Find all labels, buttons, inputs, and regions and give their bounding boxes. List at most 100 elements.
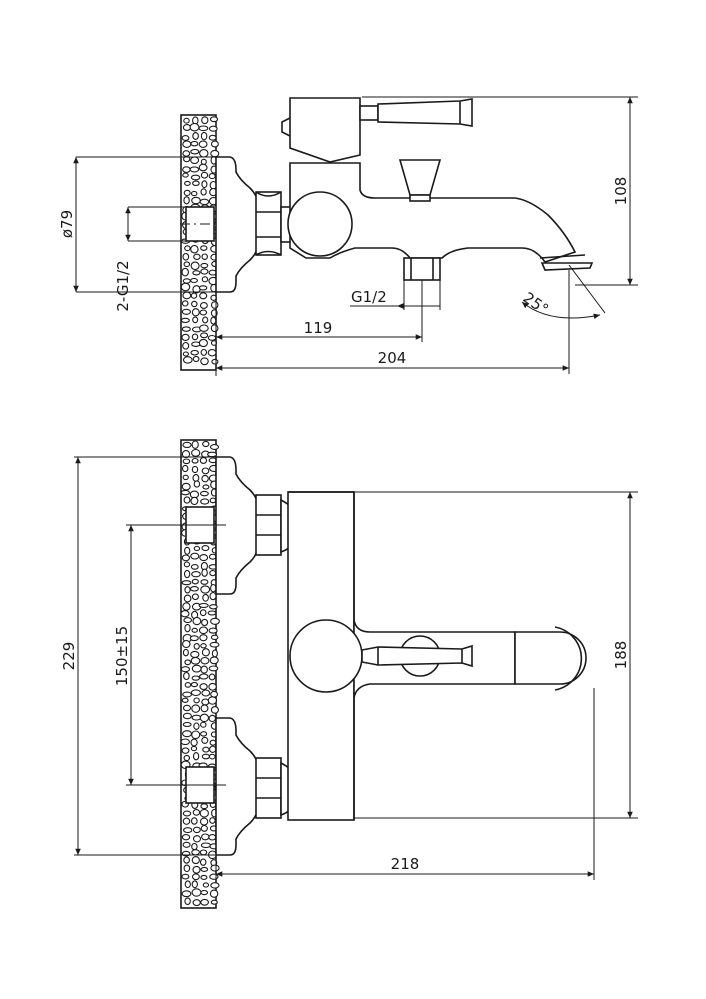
pebble xyxy=(208,173,216,180)
pebble xyxy=(189,166,200,173)
pebble xyxy=(182,441,192,449)
pebble xyxy=(180,489,190,496)
pebble xyxy=(209,591,217,601)
pebble xyxy=(201,689,211,697)
pebble xyxy=(209,444,220,450)
pebble xyxy=(184,623,191,633)
pebble xyxy=(182,730,192,738)
pebble xyxy=(191,465,199,474)
pebble xyxy=(209,656,219,665)
pebble xyxy=(192,474,200,482)
dim-projection: 218 xyxy=(215,688,595,880)
pebble xyxy=(201,545,210,552)
pebble xyxy=(199,457,208,464)
pebble xyxy=(181,300,189,307)
pebble xyxy=(192,270,201,276)
dim-total-width: 229 xyxy=(60,456,230,856)
pebble xyxy=(200,585,211,594)
pebble xyxy=(180,738,190,746)
pebble xyxy=(202,440,210,448)
pebble xyxy=(200,332,209,339)
pebble xyxy=(192,899,201,907)
pebble xyxy=(190,140,199,147)
pebble xyxy=(183,569,191,579)
pebble xyxy=(202,746,210,753)
pebble xyxy=(184,659,192,666)
pebble xyxy=(192,826,201,834)
pebble xyxy=(200,579,209,585)
pebble xyxy=(183,189,191,197)
pebble xyxy=(182,341,190,350)
label-height-top: 108 xyxy=(612,177,630,206)
pebble xyxy=(182,166,191,173)
cartridge-disc-top xyxy=(289,619,363,693)
pebble xyxy=(192,865,201,874)
pebble xyxy=(200,731,208,737)
pebble xyxy=(201,648,210,657)
dim-body-width: 188 xyxy=(354,491,638,819)
pebble xyxy=(190,190,198,197)
pebble xyxy=(190,156,200,165)
pebble xyxy=(182,721,192,728)
pebble xyxy=(189,122,200,132)
pebble xyxy=(183,261,191,268)
pebble xyxy=(200,357,209,366)
pebble xyxy=(181,554,191,562)
pebble xyxy=(200,188,207,196)
pebble xyxy=(191,440,199,449)
pebble xyxy=(183,671,190,681)
pebble xyxy=(209,739,217,746)
pebble xyxy=(199,673,209,680)
pebble xyxy=(191,457,199,464)
pebble xyxy=(199,302,208,309)
pebble xyxy=(181,308,192,315)
pebble xyxy=(199,849,208,856)
pebble xyxy=(200,665,208,674)
pebble xyxy=(200,262,209,269)
label-outlet-thread: G1/2 xyxy=(351,288,387,306)
pebble xyxy=(182,278,191,284)
pebble xyxy=(198,626,209,635)
pebble xyxy=(208,665,219,672)
pebble xyxy=(193,253,201,260)
label-depth-outlet: 119 xyxy=(304,319,333,337)
pebble xyxy=(210,634,219,641)
pebble xyxy=(210,324,219,333)
pebble xyxy=(210,149,220,158)
hex-nut-lower xyxy=(255,757,282,819)
pebble xyxy=(184,586,191,594)
pebble xyxy=(181,482,191,491)
escutcheon-lower xyxy=(215,717,259,856)
pebble xyxy=(200,803,209,810)
pebble xyxy=(191,627,198,633)
pebble xyxy=(190,244,199,254)
pebble xyxy=(200,171,209,179)
dim-centers: 150±15 xyxy=(113,524,226,786)
pebble xyxy=(183,827,193,834)
pebble xyxy=(190,261,200,271)
pebble xyxy=(182,639,191,649)
pebble xyxy=(210,706,219,714)
pebble xyxy=(183,117,190,124)
pebble xyxy=(210,864,220,872)
pebble xyxy=(182,704,192,712)
pebble xyxy=(190,277,198,284)
lever-handle xyxy=(377,98,473,127)
pebble xyxy=(209,873,219,880)
pebble xyxy=(200,874,208,880)
diverter-knob xyxy=(398,159,442,196)
pebble xyxy=(182,140,192,148)
label-total-width: 229 xyxy=(60,642,78,671)
label-body-width: 188 xyxy=(612,641,630,670)
pebble xyxy=(208,125,218,132)
pebble xyxy=(201,736,209,744)
pebble xyxy=(199,634,208,642)
pebble xyxy=(181,890,192,898)
pebble xyxy=(198,338,208,348)
pebble xyxy=(191,448,201,457)
pebble xyxy=(198,140,208,148)
pebble xyxy=(201,276,209,283)
pebble xyxy=(180,666,191,673)
escutcheon xyxy=(215,156,259,293)
pebble xyxy=(191,888,202,897)
